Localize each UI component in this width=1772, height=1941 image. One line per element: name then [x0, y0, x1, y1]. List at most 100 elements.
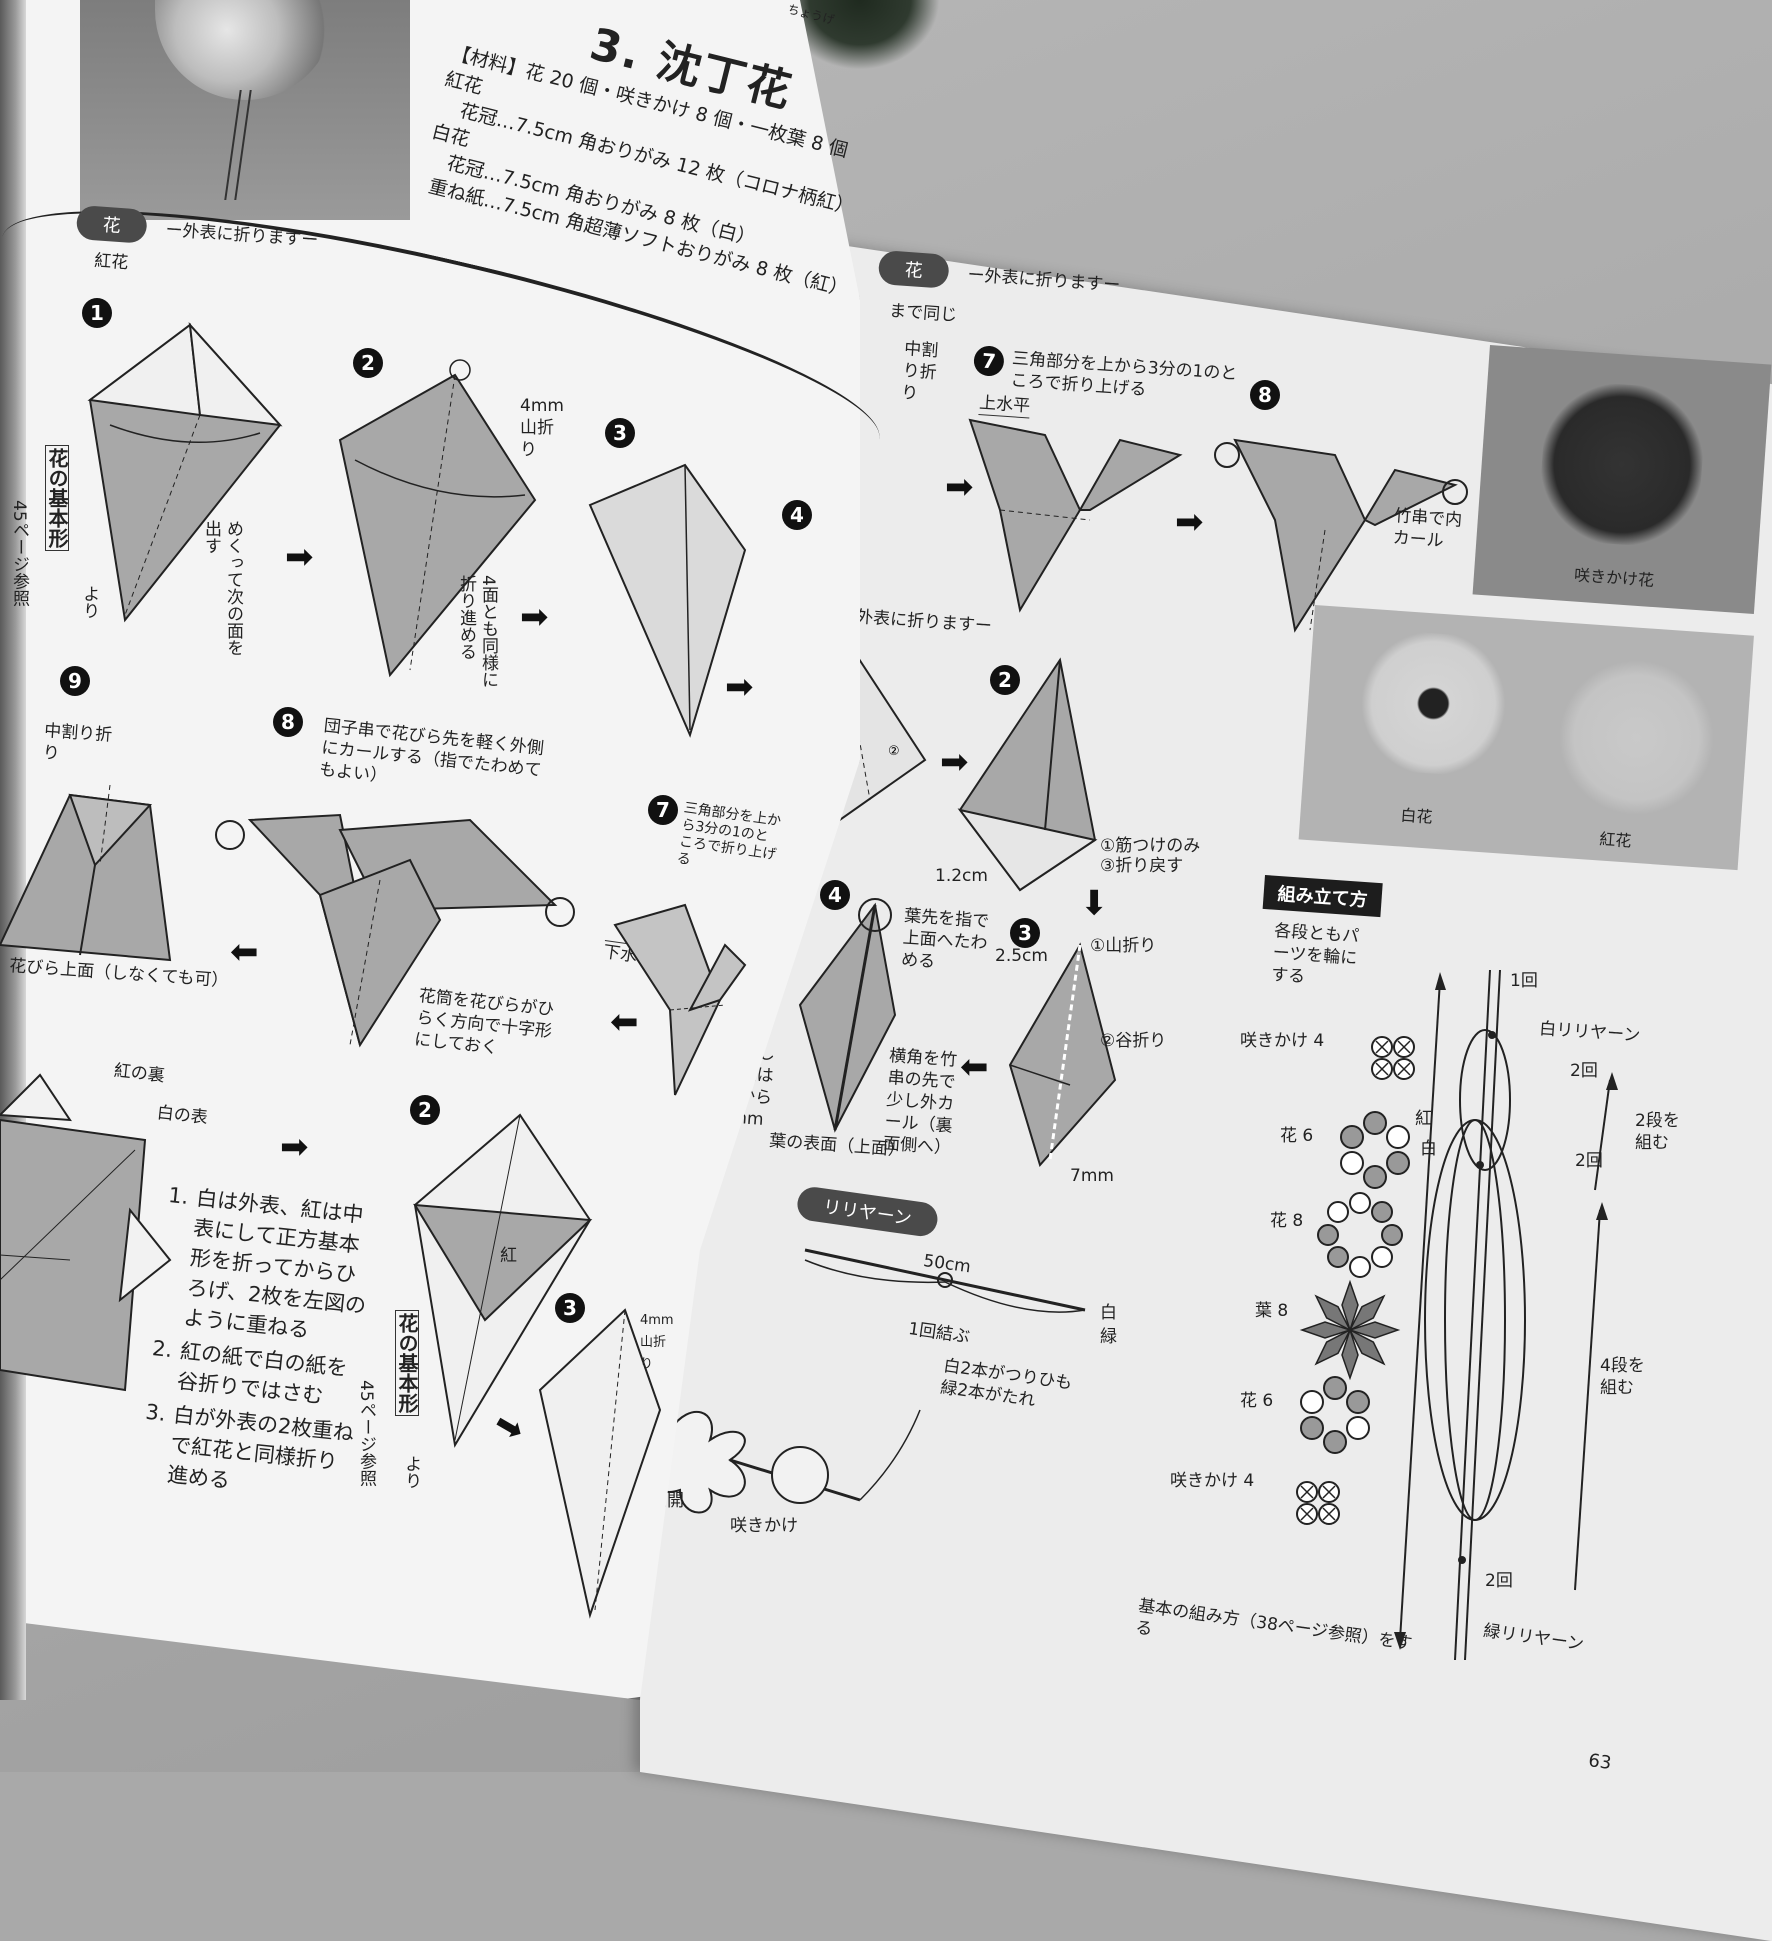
white-step-3-note: 4mm 山折り	[640, 1313, 674, 1372]
arrow-left-icon: ➡	[610, 1002, 639, 1042]
leaf-step2-diagram	[957, 657, 1098, 892]
page-number: 63	[1587, 1750, 1613, 1774]
knot-top-label: 1回	[1510, 971, 1538, 991]
leaf-step-4-number: 4	[820, 880, 850, 910]
white-step-2-red-label: 紅	[500, 1246, 517, 1266]
base-form-page-ref: 45ページ参照	[356, 1380, 376, 1487]
half-open-label: 咲きかけ	[730, 1516, 798, 1536]
white-base-form-reference: 花の基本形	[395, 1310, 507, 1416]
leaf-step-2-number: 2	[990, 665, 1020, 695]
step-3-number: 3	[605, 418, 635, 448]
white-step-2-number: 2	[410, 1095, 440, 1125]
base-form-page-ref: 45ページ参照	[9, 500, 29, 607]
base-form-suffix: より	[79, 585, 99, 619]
instruction-list: 1. 白は外表、紅は中表にして正方基本形を折ってからひろげ、2枚を左図のように重…	[138, 1180, 379, 1508]
arrow-right-icon: ➡	[520, 597, 549, 637]
arrow-right-icon: ➡	[1175, 502, 1204, 542]
white-flower-overlay-diagram	[0, 1073, 172, 1392]
bud-same-note: まで同じ	[888, 300, 958, 326]
bud-section-pill: 花	[877, 250, 950, 289]
step-7-diagram	[613, 903, 747, 1096]
step-8-diagram	[215, 813, 575, 1048]
book-spine-edge	[0, 0, 26, 1700]
bud-cluster-icon	[1296, 1481, 1340, 1525]
ring-white-note: 白	[1420, 1139, 1437, 1159]
bud-section-subtitle: ー外表に折りますー	[966, 265, 1121, 296]
white-flower-image	[1353, 628, 1514, 779]
dark-flower-image	[1536, 379, 1708, 550]
bud-middle-split-note: 中割り折り	[900, 338, 939, 405]
photo-white-red-flowers: 白花 紅花	[1298, 605, 1754, 871]
step-7-number: 7	[648, 795, 678, 825]
red-flower-sublabel: 紅花	[93, 250, 129, 274]
white-step-3-number: 3	[555, 1293, 585, 1323]
yarn-end-white: 白	[1100, 1303, 1117, 1323]
leaf-step3-diagram	[1008, 942, 1117, 1168]
knot-mid2-label: 2回	[1575, 1151, 1603, 1171]
ring-six-icon	[1300, 1376, 1370, 1454]
lily-yarn-diagram	[804, 1248, 1086, 1313]
assembly-row-label: 花 6	[1280, 1126, 1314, 1146]
two-tiers-label: 2段を組む	[1635, 1111, 1680, 1153]
step-9-note: 中割り折り	[42, 720, 113, 765]
base-form-boxed: 花の基本形	[45, 445, 69, 551]
red-flower-image	[1551, 652, 1722, 824]
photo-caption-red: 紅花	[1598, 829, 1632, 851]
step-number: 7	[972, 345, 1005, 378]
flower-section-subtitle: ー外表に折りますー	[164, 220, 319, 251]
bud-step7-diagram	[968, 418, 1183, 613]
bud-step-8-number: 8	[1250, 380, 1280, 410]
instruction-text: 白は外表、紅は中表にして正方基本形を折ってからひろげ、2枚を左図のように重ねる	[182, 1185, 368, 1343]
step-7-note: 三角部分を上から3分の1のところで折り上げる	[675, 800, 783, 869]
base-form-suffix: より	[401, 1455, 421, 1489]
ring-six-icon	[1340, 1111, 1410, 1189]
leaf-step3-note-a: ①山折り	[1090, 936, 1157, 956]
arrow-right-icon: ➡	[725, 667, 754, 707]
instruction-text: 白が外表の2枚重ねで紅花と同様折り進める	[166, 1402, 356, 1493]
step-3-diagram	[588, 463, 747, 738]
bud-step8-diagram	[1214, 438, 1468, 633]
leaf-step2-measure: 1.2cm	[935, 866, 988, 886]
leaf-step-3-number: 3	[1010, 918, 1040, 948]
step-2-note-a: 4mm 山折り	[520, 396, 564, 460]
leaf-star-icon	[1299, 1279, 1401, 1381]
arrow-right-icon: ➡	[285, 537, 314, 577]
flower-section-pill: 花	[75, 205, 148, 244]
knot-bottom-label: 2回	[1485, 1571, 1513, 1591]
step-4-number: 4	[782, 500, 812, 530]
arrow-right-icon: ➡	[940, 742, 969, 782]
svg-text:②: ②	[888, 744, 900, 759]
leaf-step3-measure-bottom: 7mm	[1070, 1166, 1114, 1186]
leaf-step3-measure-top: 2.5cm	[995, 946, 1048, 966]
step-2-number: 2	[353, 348, 383, 378]
step-2-note-b: 4面とも同様に折り進める	[456, 575, 498, 688]
bud-cluster-icon	[1371, 1036, 1415, 1080]
knot-mid1-label: 2回	[1570, 1061, 1598, 1081]
assembly-row-label: 咲きかけ 4	[1240, 1031, 1325, 1051]
bud-step8-note: 竹串で内カール	[1392, 505, 1463, 552]
assembly-row-label: 花 6	[1240, 1391, 1274, 1411]
step-9-number: 9	[60, 666, 90, 696]
flower-threading-diagram	[655, 1409, 921, 1514]
leaf-step4-note-a: 葉先を指で上面へたわめる	[900, 905, 990, 973]
white-step-3-diagram	[538, 1308, 662, 1619]
photo-half-open-flower: 咲きかけ花	[1472, 345, 1772, 615]
assembly-stem-diagram	[1394, 969, 1618, 1661]
arrow-down-icon: ➡	[1074, 887, 1115, 917]
leaf-step2-note-a: ①筋つけのみ	[1100, 836, 1201, 856]
photo-caption-white: 白花	[1399, 805, 1434, 827]
ring-eight-icon	[1317, 1192, 1403, 1278]
step-2-diagram	[338, 359, 537, 678]
assembly-intro: 各段ともパーツを輪にする	[1270, 920, 1360, 988]
step-8-number: 8	[273, 707, 303, 737]
base-form-boxed: 花の基本形	[395, 1310, 419, 1416]
step-9-diagram	[0, 784, 172, 962]
photo-caption: 咲きかけ花	[1573, 565, 1655, 590]
step-1-note: めくって次の面を出す	[201, 520, 243, 656]
step-1-diagram	[87, 322, 283, 623]
ring-red-note: 紅	[1415, 1109, 1432, 1129]
arrow-right-icon: ➡	[280, 1127, 309, 1167]
yarn-end-green: 緑	[1100, 1327, 1117, 1347]
leaf-step4-diagram	[798, 898, 897, 1133]
step-1-number: 1	[82, 298, 112, 328]
